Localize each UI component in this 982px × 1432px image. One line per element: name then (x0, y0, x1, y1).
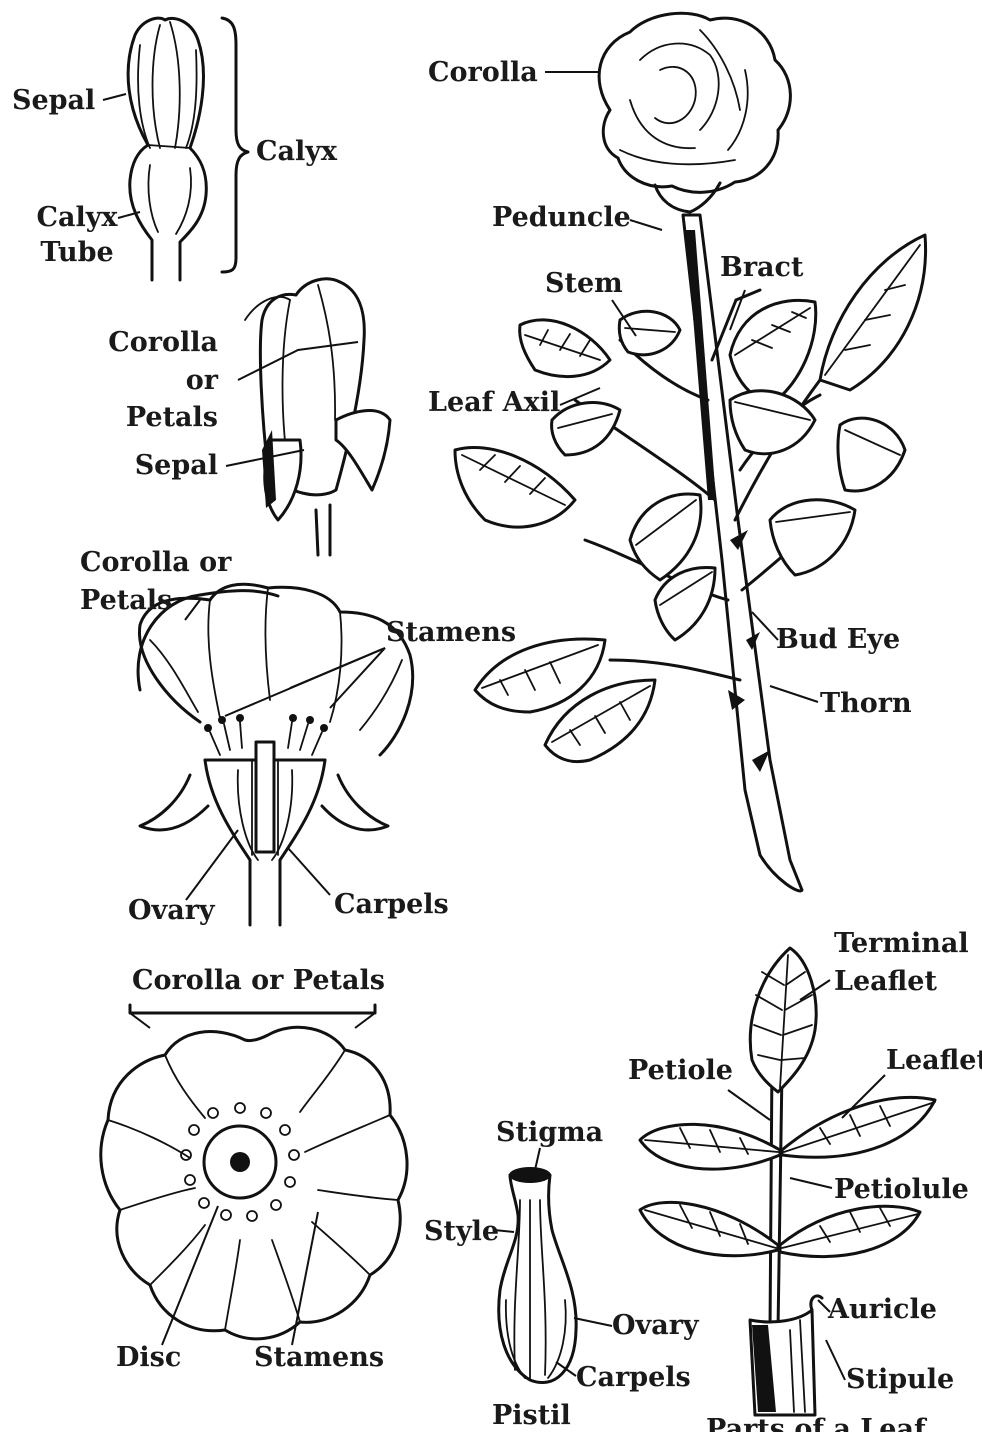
label-leaf-petiolule: Petiolule (834, 1172, 969, 1207)
label-calyx-sepal: Sepal (12, 83, 95, 118)
label-bud-corolla-line1: Corolla (100, 325, 218, 360)
label-section-carpels: Carpels (334, 887, 449, 922)
flower-section-drawing (138, 584, 413, 925)
label-pistil-carpels: Carpels (576, 1360, 691, 1395)
label-bud-sepal: Sepal (100, 448, 218, 483)
label-section-ovary: Ovary (128, 893, 215, 928)
label-leaf-terminal-line2: Leaflet (834, 964, 937, 999)
rose-plant-drawing (455, 13, 926, 891)
flower-top-view-drawing (101, 1005, 407, 1345)
label-bud-corolla-line2: or (100, 363, 218, 398)
pistil-drawing (494, 1148, 612, 1383)
label-pistil-ovary: Ovary (612, 1308, 699, 1343)
label-section-corolla-line1: Corolla or (80, 545, 231, 580)
label-rose-stem: Stem (545, 266, 623, 301)
label-leaf-petiole: Petiole (628, 1053, 733, 1088)
label-calyx-tube-line1: Calyx (22, 200, 132, 235)
label-calyx-tube-line2: Tube (22, 235, 132, 270)
label-rose-bract: Bract (720, 250, 803, 285)
label-section-stamens: Stamens (386, 615, 516, 650)
label-rose-bud-eye: Bud Eye (776, 622, 900, 657)
label-leaf-stipule: Stipule (846, 1362, 954, 1397)
label-rose-corolla: Corolla (428, 55, 538, 90)
label-pistil-stigma: Stigma (496, 1115, 603, 1150)
label-top-stamens: Stamens (254, 1340, 384, 1375)
label-rose-thorn: Thorn (820, 686, 912, 721)
label-pistil-style: Style (424, 1214, 499, 1249)
label-bud-corolla-line3: Petals (100, 400, 218, 435)
label-leaf-title: Parts of a Leaf (706, 1412, 926, 1432)
flower-bud-drawing (226, 279, 390, 555)
label-rose-leaf-axil: Leaf Axil (428, 385, 560, 420)
label-top-disc: Disc (116, 1340, 181, 1375)
label-top-corolla: Corolla or Petals (132, 963, 385, 998)
label-leaf-terminal-line1: Terminal (834, 926, 969, 961)
label-calyx: Calyx (256, 134, 337, 169)
label-leaf-auricle: Auricle (828, 1292, 937, 1327)
label-section-corolla-line2: Petals (80, 583, 172, 618)
label-rose-peduncle: Peduncle (492, 200, 631, 235)
label-leaf-leaflet: Leaflet (886, 1043, 982, 1078)
label-pistil-title: Pistil (492, 1398, 571, 1432)
